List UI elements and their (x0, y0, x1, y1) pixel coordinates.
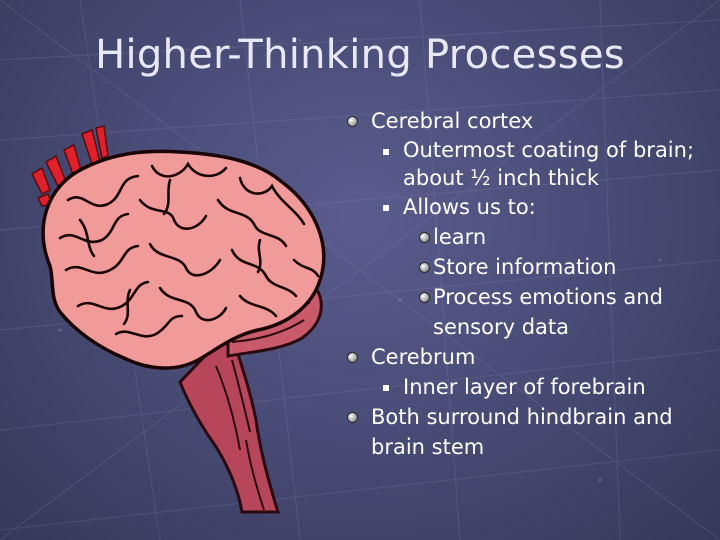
bullet-text: Outermost coating of brain; about ½ inch… (403, 138, 695, 190)
bullet-text: Inner layer of forebrain (403, 375, 646, 399)
square-bullet-icon (383, 149, 389, 155)
bullet-text: Allows us to: (403, 195, 536, 219)
bullet-text: learn (433, 225, 487, 249)
square-bullet-icon (383, 205, 389, 211)
round-bullet-icon (347, 352, 358, 363)
bullet-item-learn: learn (345, 222, 705, 252)
bullet-item-outermost-coating: Outermost coating of brain; about ½ inch… (345, 136, 705, 192)
bullet-text: Process emotions and sensory data (433, 285, 663, 339)
bullet-list: Cerebral cortex Outermost coating of bra… (345, 106, 705, 462)
bullet-text: Cerebral cortex (371, 109, 534, 133)
brain-icon (41, 149, 326, 514)
brain-illustration (31, 125, 326, 514)
bullet-item-both-surround: Both surround hindbrain and brain stem (345, 402, 705, 462)
bullet-item-process-emotions: Process emotions and sensory data (345, 282, 705, 342)
round-bullet-icon (347, 116, 358, 127)
round-bullet-icon (347, 412, 358, 423)
slide-title: Higher-Thinking Processes (95, 32, 625, 78)
bullet-item-inner-layer: Inner layer of forebrain (345, 372, 705, 402)
bullet-text: Store information (433, 255, 617, 279)
round-bullet-icon (419, 292, 430, 303)
square-bullet-icon (383, 385, 389, 391)
bullet-item-allows-us-to: Allows us to: (345, 192, 705, 222)
bullet-text: Cerebrum (371, 345, 476, 369)
bullet-item-cerebrum: Cerebrum (345, 342, 705, 372)
round-bullet-icon (419, 262, 430, 273)
bullet-item-cerebral-cortex: Cerebral cortex (345, 106, 705, 136)
bullet-item-store-information: Store information (345, 252, 705, 282)
round-bullet-icon (419, 232, 430, 243)
bullet-text: Both surround hindbrain and brain stem (371, 405, 673, 459)
